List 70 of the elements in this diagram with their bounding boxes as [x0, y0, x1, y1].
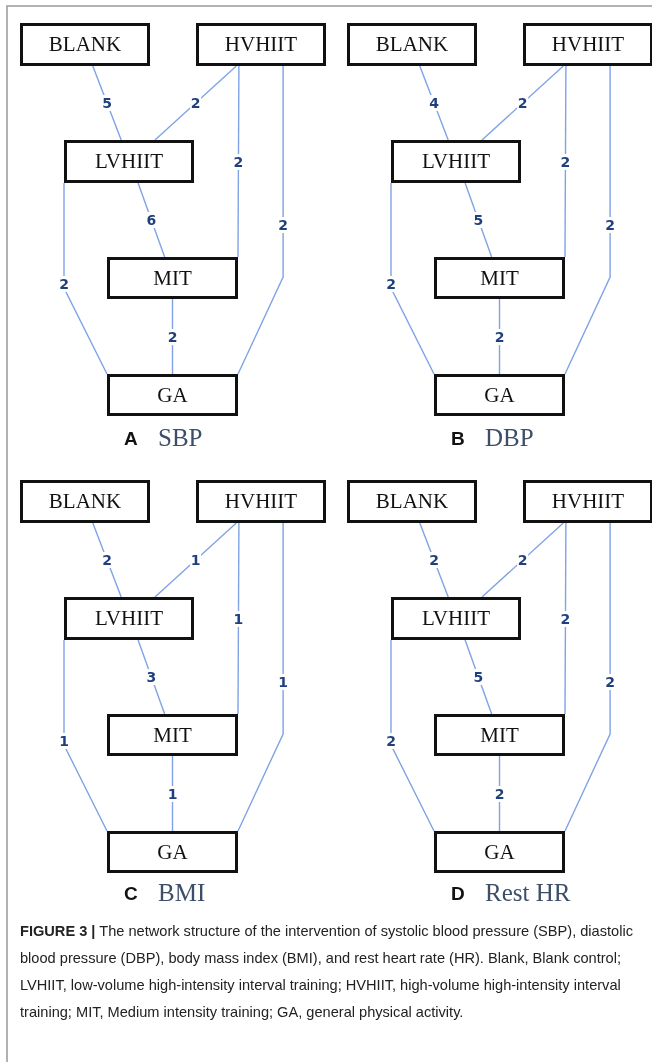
connector-line: [564, 522, 567, 715]
edge-label: 2: [493, 785, 506, 802]
treatment-box: GA: [107, 831, 238, 873]
edge-label: 2: [604, 674, 616, 690]
edge-label: 2: [516, 95, 529, 111]
connector-line: [237, 522, 284, 832]
connector-line: [564, 65, 567, 258]
treatment-box: GA: [107, 374, 238, 416]
connector-line: [564, 65, 611, 375]
treatment-box: HVHIIT: [196, 23, 326, 66]
panel-letter: C: [124, 883, 138, 905]
edge-label: 5: [101, 95, 113, 111]
edge-label: 2: [385, 732, 397, 749]
edge-label: 2: [232, 153, 245, 170]
panel-letter: B: [451, 428, 465, 450]
panel-letter: A: [124, 428, 138, 450]
edge-label: 5: [472, 212, 485, 228]
treatment-box: LVHIIT: [64, 140, 194, 183]
edge-label: 2: [559, 610, 572, 627]
treatment-box: BLANK: [347, 23, 477, 66]
panel-title: SBP: [158, 424, 203, 452]
edge-label: 2: [189, 95, 202, 111]
connector-line: [390, 182, 435, 375]
treatment-box: MIT: [434, 714, 565, 756]
edge-label: 1: [277, 674, 289, 690]
edge-label: 2: [385, 275, 397, 292]
edge-label: 1: [166, 785, 179, 802]
connector-line: [237, 522, 240, 715]
edge-label: 2: [166, 328, 179, 345]
treatment-box: LVHIIT: [391, 140, 521, 183]
treatment-box: BLANK: [20, 480, 150, 523]
panel-title: Rest HR: [485, 879, 571, 907]
edge-label: 3: [145, 669, 158, 685]
edge-label: 2: [516, 552, 529, 568]
edge-label: 1: [58, 732, 70, 749]
treatment-box: MIT: [434, 257, 565, 299]
edge-label: 2: [559, 153, 572, 170]
connector-line: [154, 522, 237, 598]
panel-title: BMI: [158, 879, 206, 907]
edge-label: 2: [58, 275, 70, 292]
connector-line: [564, 522, 611, 832]
treatment-box: GA: [434, 374, 565, 416]
panel-title: DBP: [485, 424, 534, 452]
treatment-box: MIT: [107, 714, 238, 756]
edge-label: 2: [428, 552, 440, 568]
treatment-box: BLANK: [20, 23, 150, 66]
figure-caption: FIGURE 3 | The network structure of the intervention of systolic blood pressure (SBP), diastolic blood pressure (DBP), body mass index (BMI), and rest heart rate (HR). Blank, Blank control; LVHIIT, low-volume high-intensity interval training; HVHIIT, high-volume high-intensity interval training; MIT, Medium intensity training; GA, general physical activity.: [20, 922, 634, 1022]
edge-label: 2: [101, 552, 113, 568]
edge-label: 5: [472, 669, 485, 685]
connector-line: [390, 639, 435, 832]
treatment-box: BLANK: [347, 480, 477, 523]
edge-label: 1: [232, 610, 245, 627]
treatment-box: LVHIIT: [64, 597, 194, 640]
edge-label: 4: [428, 95, 440, 111]
treatment-box: LVHIIT: [391, 597, 521, 640]
edge-label: 6: [145, 212, 158, 228]
connector-line: [63, 182, 108, 375]
panel-letter: D: [451, 883, 465, 905]
edge-label: 2: [493, 328, 506, 345]
edge-label: 2: [277, 217, 289, 233]
treatment-box: HVHIIT: [523, 23, 652, 66]
edge-label: 2: [604, 217, 616, 233]
edge-label: 1: [189, 552, 202, 568]
treatment-box: MIT: [107, 257, 238, 299]
treatment-box: HVHIIT: [523, 480, 652, 523]
treatment-box: HVHIIT: [196, 480, 326, 523]
connector-line: [63, 639, 108, 832]
connector-line: [237, 65, 240, 258]
connector-line: [237, 65, 284, 375]
treatment-box: GA: [434, 831, 565, 873]
